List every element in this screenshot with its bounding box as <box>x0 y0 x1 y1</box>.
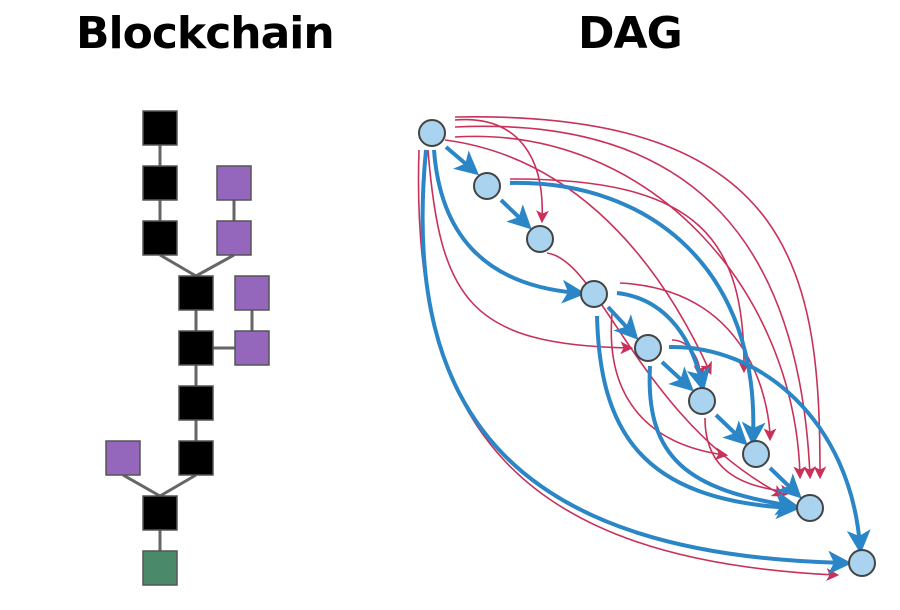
direct-edge <box>668 344 871 554</box>
genesis-block <box>142 550 178 586</box>
dag-node-e <box>634 334 662 362</box>
indirect-edge <box>454 118 549 224</box>
dag-node-g <box>742 440 770 468</box>
block-link <box>122 473 161 498</box>
main-chain-block <box>142 220 178 256</box>
direct-edge <box>606 305 639 340</box>
main-chain-block <box>142 165 178 201</box>
dag-title: DAG <box>578 8 683 59</box>
direct-edge <box>768 466 802 499</box>
direct-edge <box>420 149 852 575</box>
block-links <box>122 145 254 551</box>
main-chain-block <box>178 275 214 311</box>
direct-edge <box>444 145 480 176</box>
orphan-block <box>105 440 141 476</box>
orphan-block <box>216 165 252 201</box>
dag-node-d <box>580 280 608 308</box>
main-chain-block <box>178 330 214 366</box>
main-chain-block <box>142 495 178 531</box>
block-link <box>159 473 197 498</box>
dag-node-f <box>688 387 716 415</box>
main-chain-block <box>142 110 178 146</box>
indirect-edge <box>417 149 840 581</box>
dag-nodes <box>418 119 876 577</box>
indirect-edge <box>444 139 712 375</box>
main-chain-block <box>178 440 214 476</box>
direct-edge <box>509 180 766 446</box>
block-link <box>195 253 235 278</box>
dag-edges <box>417 116 871 581</box>
indirect-edge <box>454 125 816 480</box>
direct-edge <box>714 413 748 446</box>
indirect-edge <box>546 252 785 497</box>
dag-node-h <box>796 494 824 522</box>
direct-edge <box>647 365 800 516</box>
orphan-block <box>216 220 252 256</box>
blockchain-title: Blockchain <box>76 8 335 59</box>
indirect-edge <box>610 313 729 461</box>
dag-node-i <box>848 549 876 577</box>
direct-edge <box>660 360 694 392</box>
indirect-edge <box>427 149 634 355</box>
direct-edge <box>595 315 800 520</box>
dag-node-a <box>418 119 446 147</box>
orphan-block <box>234 330 270 366</box>
direct-edge <box>499 198 532 230</box>
indirect-edge <box>509 178 751 374</box>
direct-edge <box>616 291 711 392</box>
indirect-edge <box>454 135 807 480</box>
dag-node-b <box>473 172 501 200</box>
direct-edge <box>432 149 586 304</box>
blockchain-diagram <box>105 110 270 586</box>
block-link <box>159 253 197 278</box>
blocks <box>105 110 270 586</box>
orphan-block <box>234 275 270 311</box>
main-chain-block <box>178 385 214 421</box>
indirect-edge <box>454 116 827 480</box>
dag-node-c <box>526 225 554 253</box>
